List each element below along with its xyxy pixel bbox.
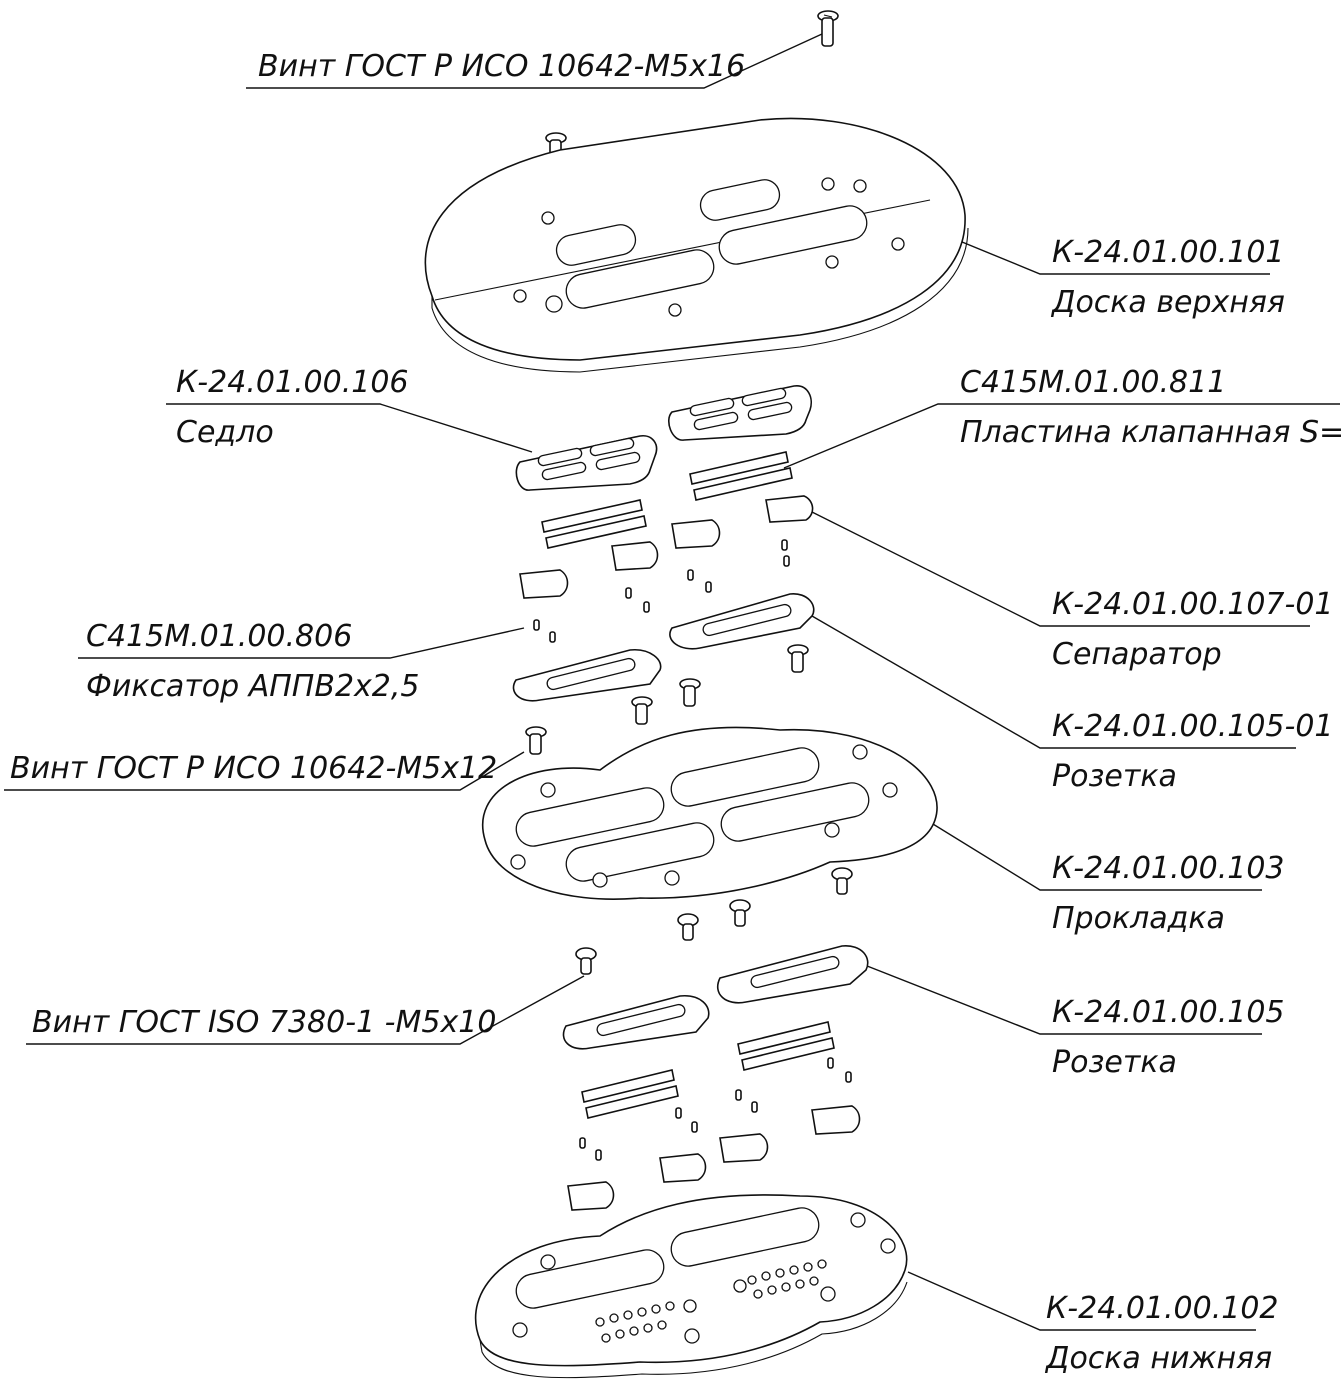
label-seat-name: Седло [176,415,274,450]
leader-screw-low [26,975,585,1045]
leader-gasket [893,799,1262,891]
label-separator-code: К-24.01.00.107-01 [1052,587,1334,622]
label-socket2: К-24.01.00.105 Розетка [861,963,1285,1080]
retainer-pins-lower [579,1057,852,1161]
label-screw-low: Винт ГОСТ ISO 7380-1 -М5х10 [26,975,585,1045]
leader-seat [166,403,533,453]
label-top-board: К-24.01.00.101 Доска верхняя [927,227,1285,320]
label-retainer: С415М.01.00.806 Фиксатор АППВ2х2,5 [78,619,525,704]
label-valve-plate: С415М.01.00.811 Пластина клапанная S=0,3… [783,365,1344,469]
label-socket1-code: К-24.01.00.105-01 [1052,709,1334,744]
label-gasket-code: К-24.01.00.103 [1052,851,1285,886]
leader-bottom-board [907,1271,1256,1331]
label-separator: К-24.01.00.107-01 Сепаратор [807,509,1334,672]
label-bottom-board-name: Доска нижняя [1044,1341,1272,1376]
screw-mid-2 [679,678,701,707]
label-socket1-name: Розетка [1052,759,1177,794]
seat-right-part [668,385,812,441]
label-seat: К-24.01.00.106 Седло [166,365,533,453]
label-seat-code: К-24.01.00.106 [176,365,409,400]
top-board-part [424,117,969,373]
label-retainer-code: С415М.01.00.806 [86,619,352,654]
label-valve-plate-code: С415М.01.00.811 [960,365,1226,400]
leader-screw-top [246,33,823,89]
leader-socket1 [811,615,1296,749]
leader-valve-plate [783,403,1340,469]
separators-lower [567,1105,861,1211]
leader-separator [807,509,1310,627]
label-top-board-code: К-24.01.00.101 [1052,235,1285,270]
label-top-board-name: Доска верхняя [1050,285,1285,320]
label-gasket-name: Прокладка [1052,901,1225,936]
screws-mid [525,644,809,755]
label-valve-plate-name: Пластина клапанная S=0,36 [960,415,1344,450]
label-screw-mid-text: Винт ГОСТ Р ИСО 10642-М5х12 [10,751,497,786]
bottom-board-valve-holes-left [595,1301,675,1343]
label-screw-top: Винт ГОСТ Р ИСО 10642-М5х16 [246,33,823,89]
label-socket2-name: Розетка [1052,1045,1177,1080]
valve-plates-upper [541,451,793,549]
label-bottom-board: К-24.01.00.102 Доска нижняя [907,1271,1279,1376]
label-socket1: К-24.01.00.105-01 Розетка [811,615,1334,794]
leader-socket2 [861,963,1262,1035]
retainer-pins-upper [533,539,790,643]
screw-mid-4 [525,726,547,755]
screw-low-2 [729,899,751,927]
screw-low-1 [831,867,853,895]
socket-lower-part [562,945,869,1050]
label-screw-low-text: Винт ГОСТ ISO 7380-1 -М5х10 [32,1005,496,1040]
socket-upper-part [512,593,815,702]
label-gasket: К-24.01.00.103 Прокладка [893,799,1285,936]
label-screw-mid: Винт ГОСТ Р ИСО 10642-М5х12 [4,751,525,791]
leader-screw-mid [4,751,525,791]
seat-left-part [515,434,658,491]
leader-retainer [78,627,525,659]
leader-top-board [927,227,1270,275]
label-socket2-code: К-24.01.00.105 [1052,995,1285,1030]
screw-mid-1 [787,644,809,673]
screw-m5x16-top [817,10,839,47]
bottom-board-valve-holes-right [747,1259,827,1299]
screw-mid-3 [631,696,653,725]
gasket-part [482,726,938,900]
screws-lower [575,867,853,975]
label-retainer-name: Фиксатор АППВ2х2,5 [86,669,420,704]
valve-plates-lower [581,1021,835,1119]
separators-upper [519,495,814,599]
label-separator-name: Сепаратор [1052,637,1222,672]
screw-low-3 [677,913,699,941]
label-screw-top-text: Винт ГОСТ Р ИСО 10642-М5х16 [258,49,745,84]
bottom-board-part [474,1194,908,1379]
screw-low-4 [575,947,597,975]
label-bottom-board-code: К-24.01.00.102 [1046,1291,1279,1326]
